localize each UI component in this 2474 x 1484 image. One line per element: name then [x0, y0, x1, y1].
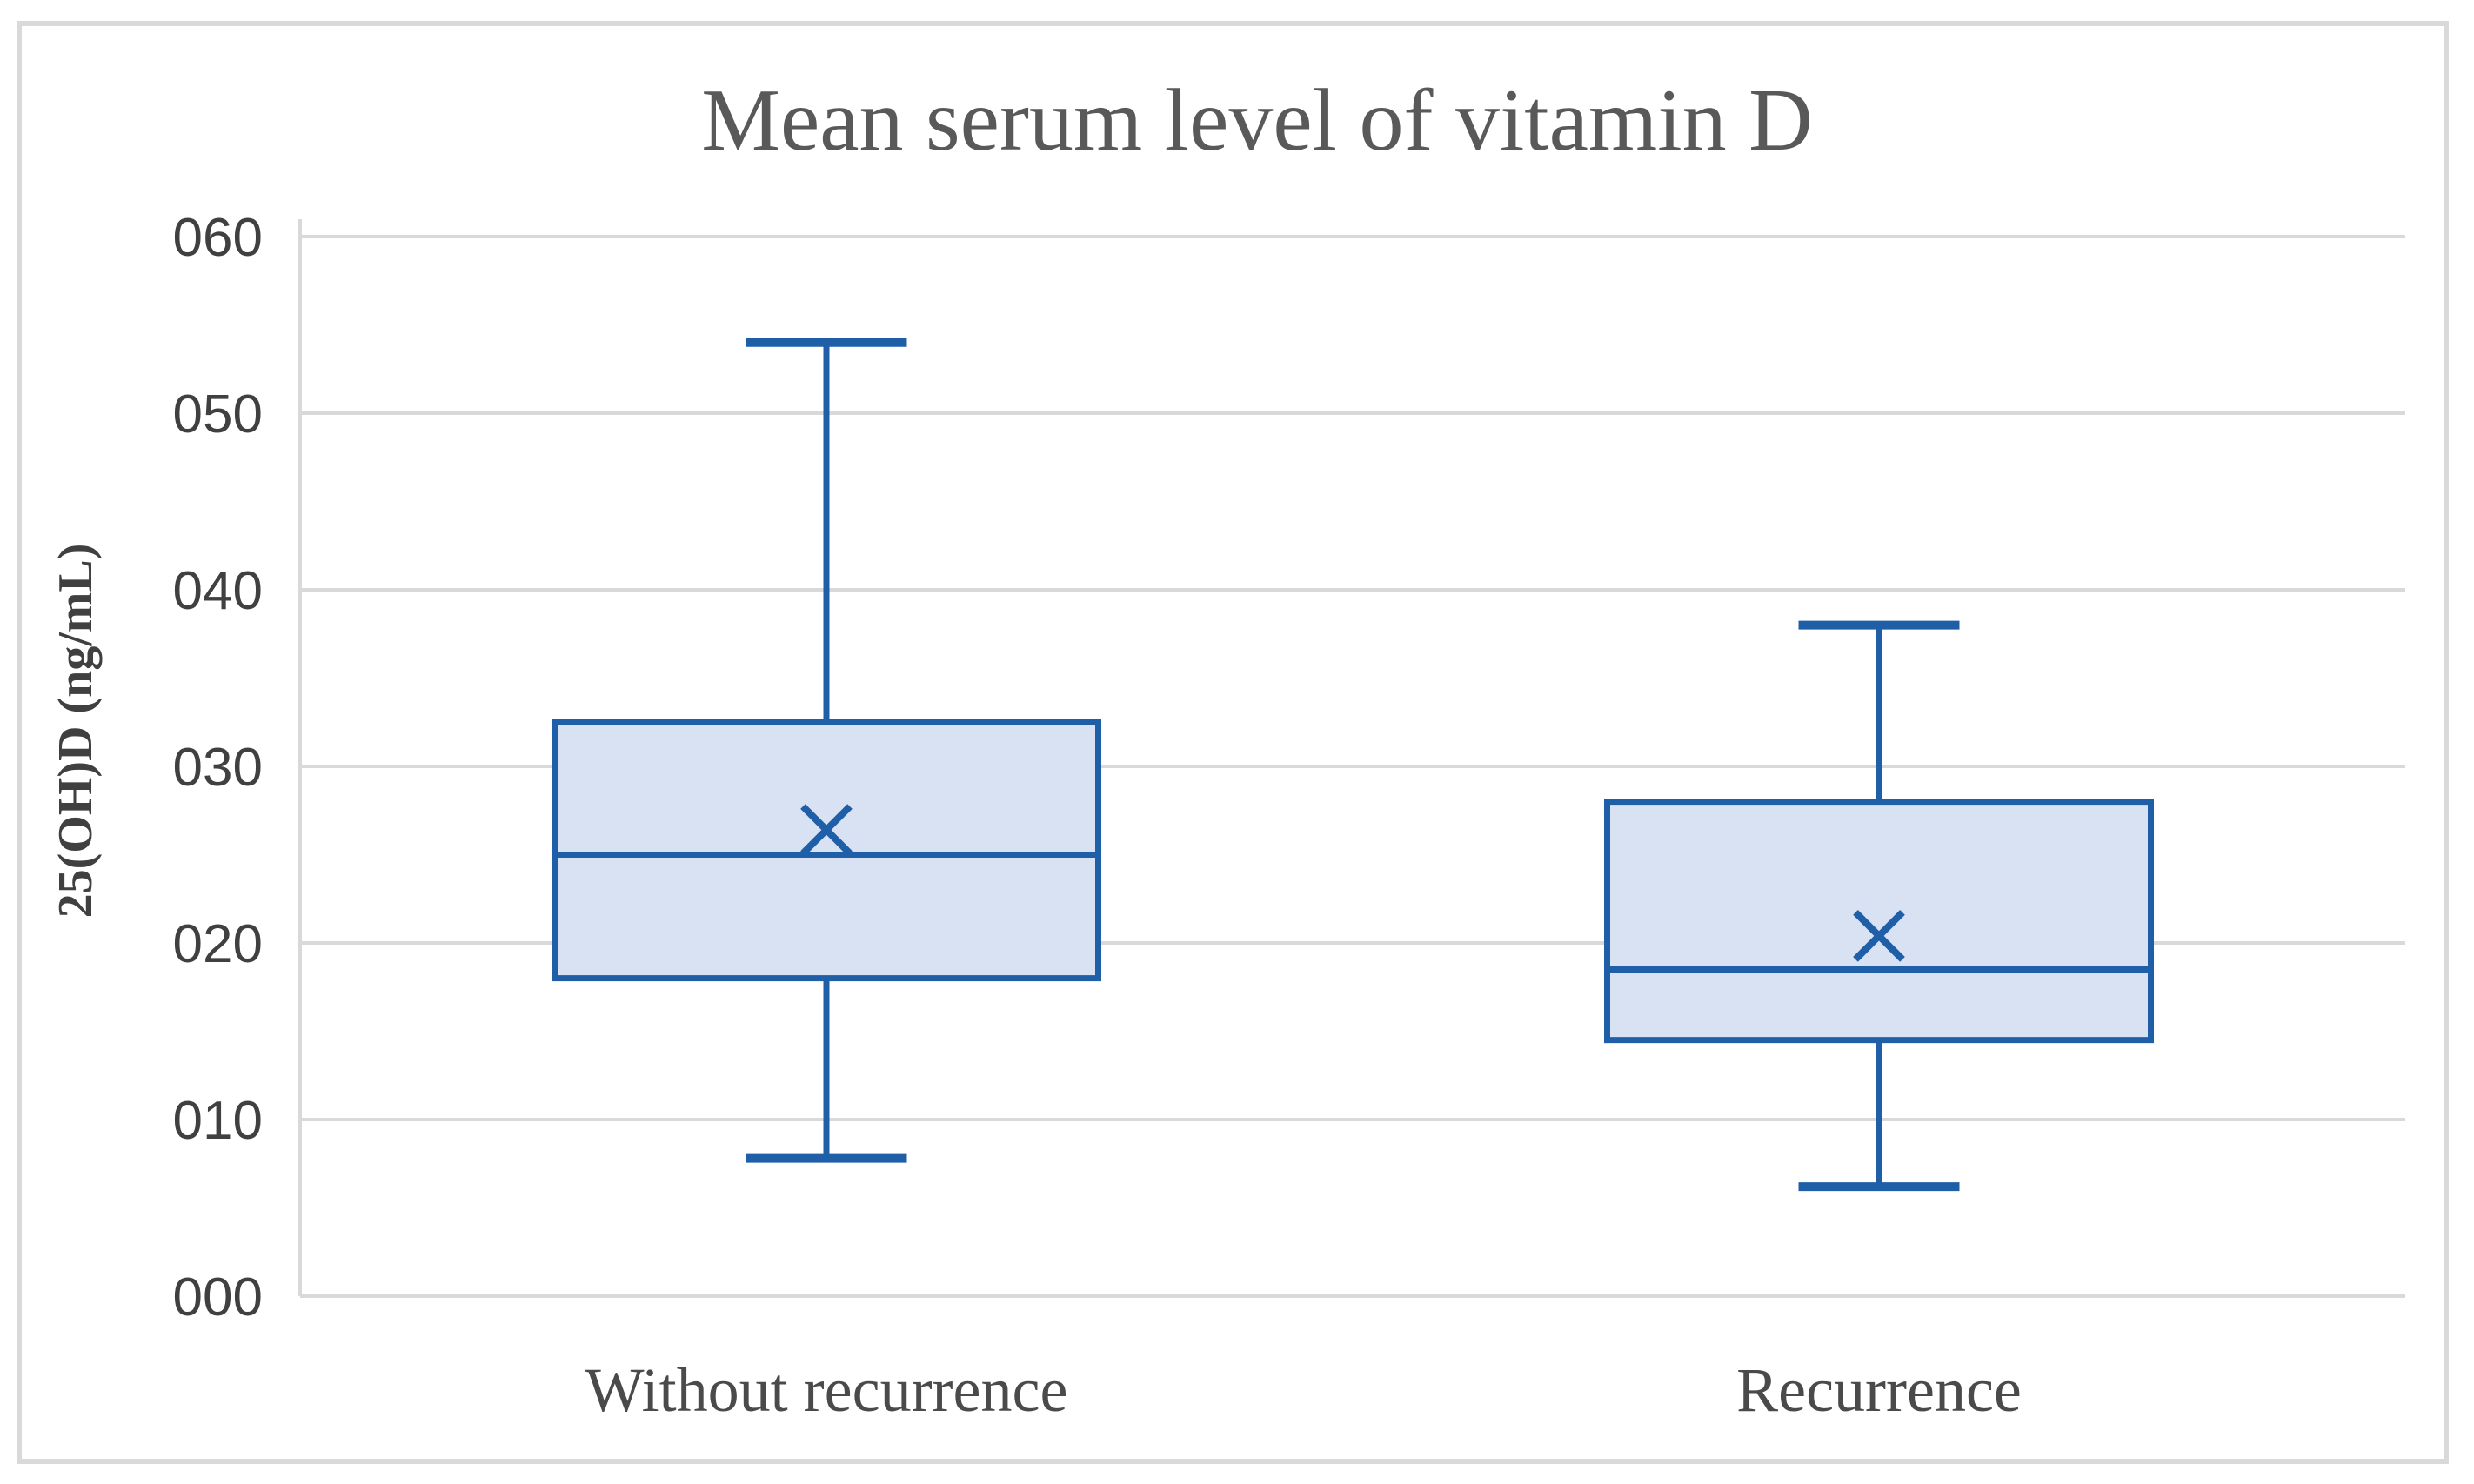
category-label: Without recurrence [585, 1355, 1068, 1425]
mean-x-stroke [800, 804, 853, 856]
mean-x-marker [1853, 910, 1905, 962]
boxplot-without-recurrence [552, 338, 1101, 1163]
y-tick-label: 010 [173, 1091, 263, 1151]
y-tick-labels-layer: 000 010 020 030 040 050 060 [173, 208, 263, 1327]
boxplot-recurrence [1604, 620, 2154, 1192]
chart-title: Mean serum level of vitamin D [701, 71, 1813, 170]
iqr-box [552, 719, 1101, 982]
y-tick-label: 020 [173, 914, 263, 974]
y-axis-title: 25(OH)D (ng/mL) [49, 544, 103, 919]
box-series-layer [552, 338, 2154, 1192]
category-label: Recurrence [1736, 1355, 2022, 1425]
y-tick-label: 040 [173, 561, 263, 621]
y-tick-label: 030 [173, 738, 263, 798]
y-tick-label: 050 [173, 384, 263, 445]
iqr-box [1604, 799, 2154, 1044]
y-tick-label: 000 [173, 1267, 263, 1327]
figure-border [17, 21, 2449, 1464]
mean-x-stroke [1853, 910, 1905, 962]
y-tick-label: 060 [173, 208, 263, 268]
mean-x-marker [800, 804, 853, 856]
category-labels-layer: Without recurrence Recurrence [585, 1355, 2022, 1425]
